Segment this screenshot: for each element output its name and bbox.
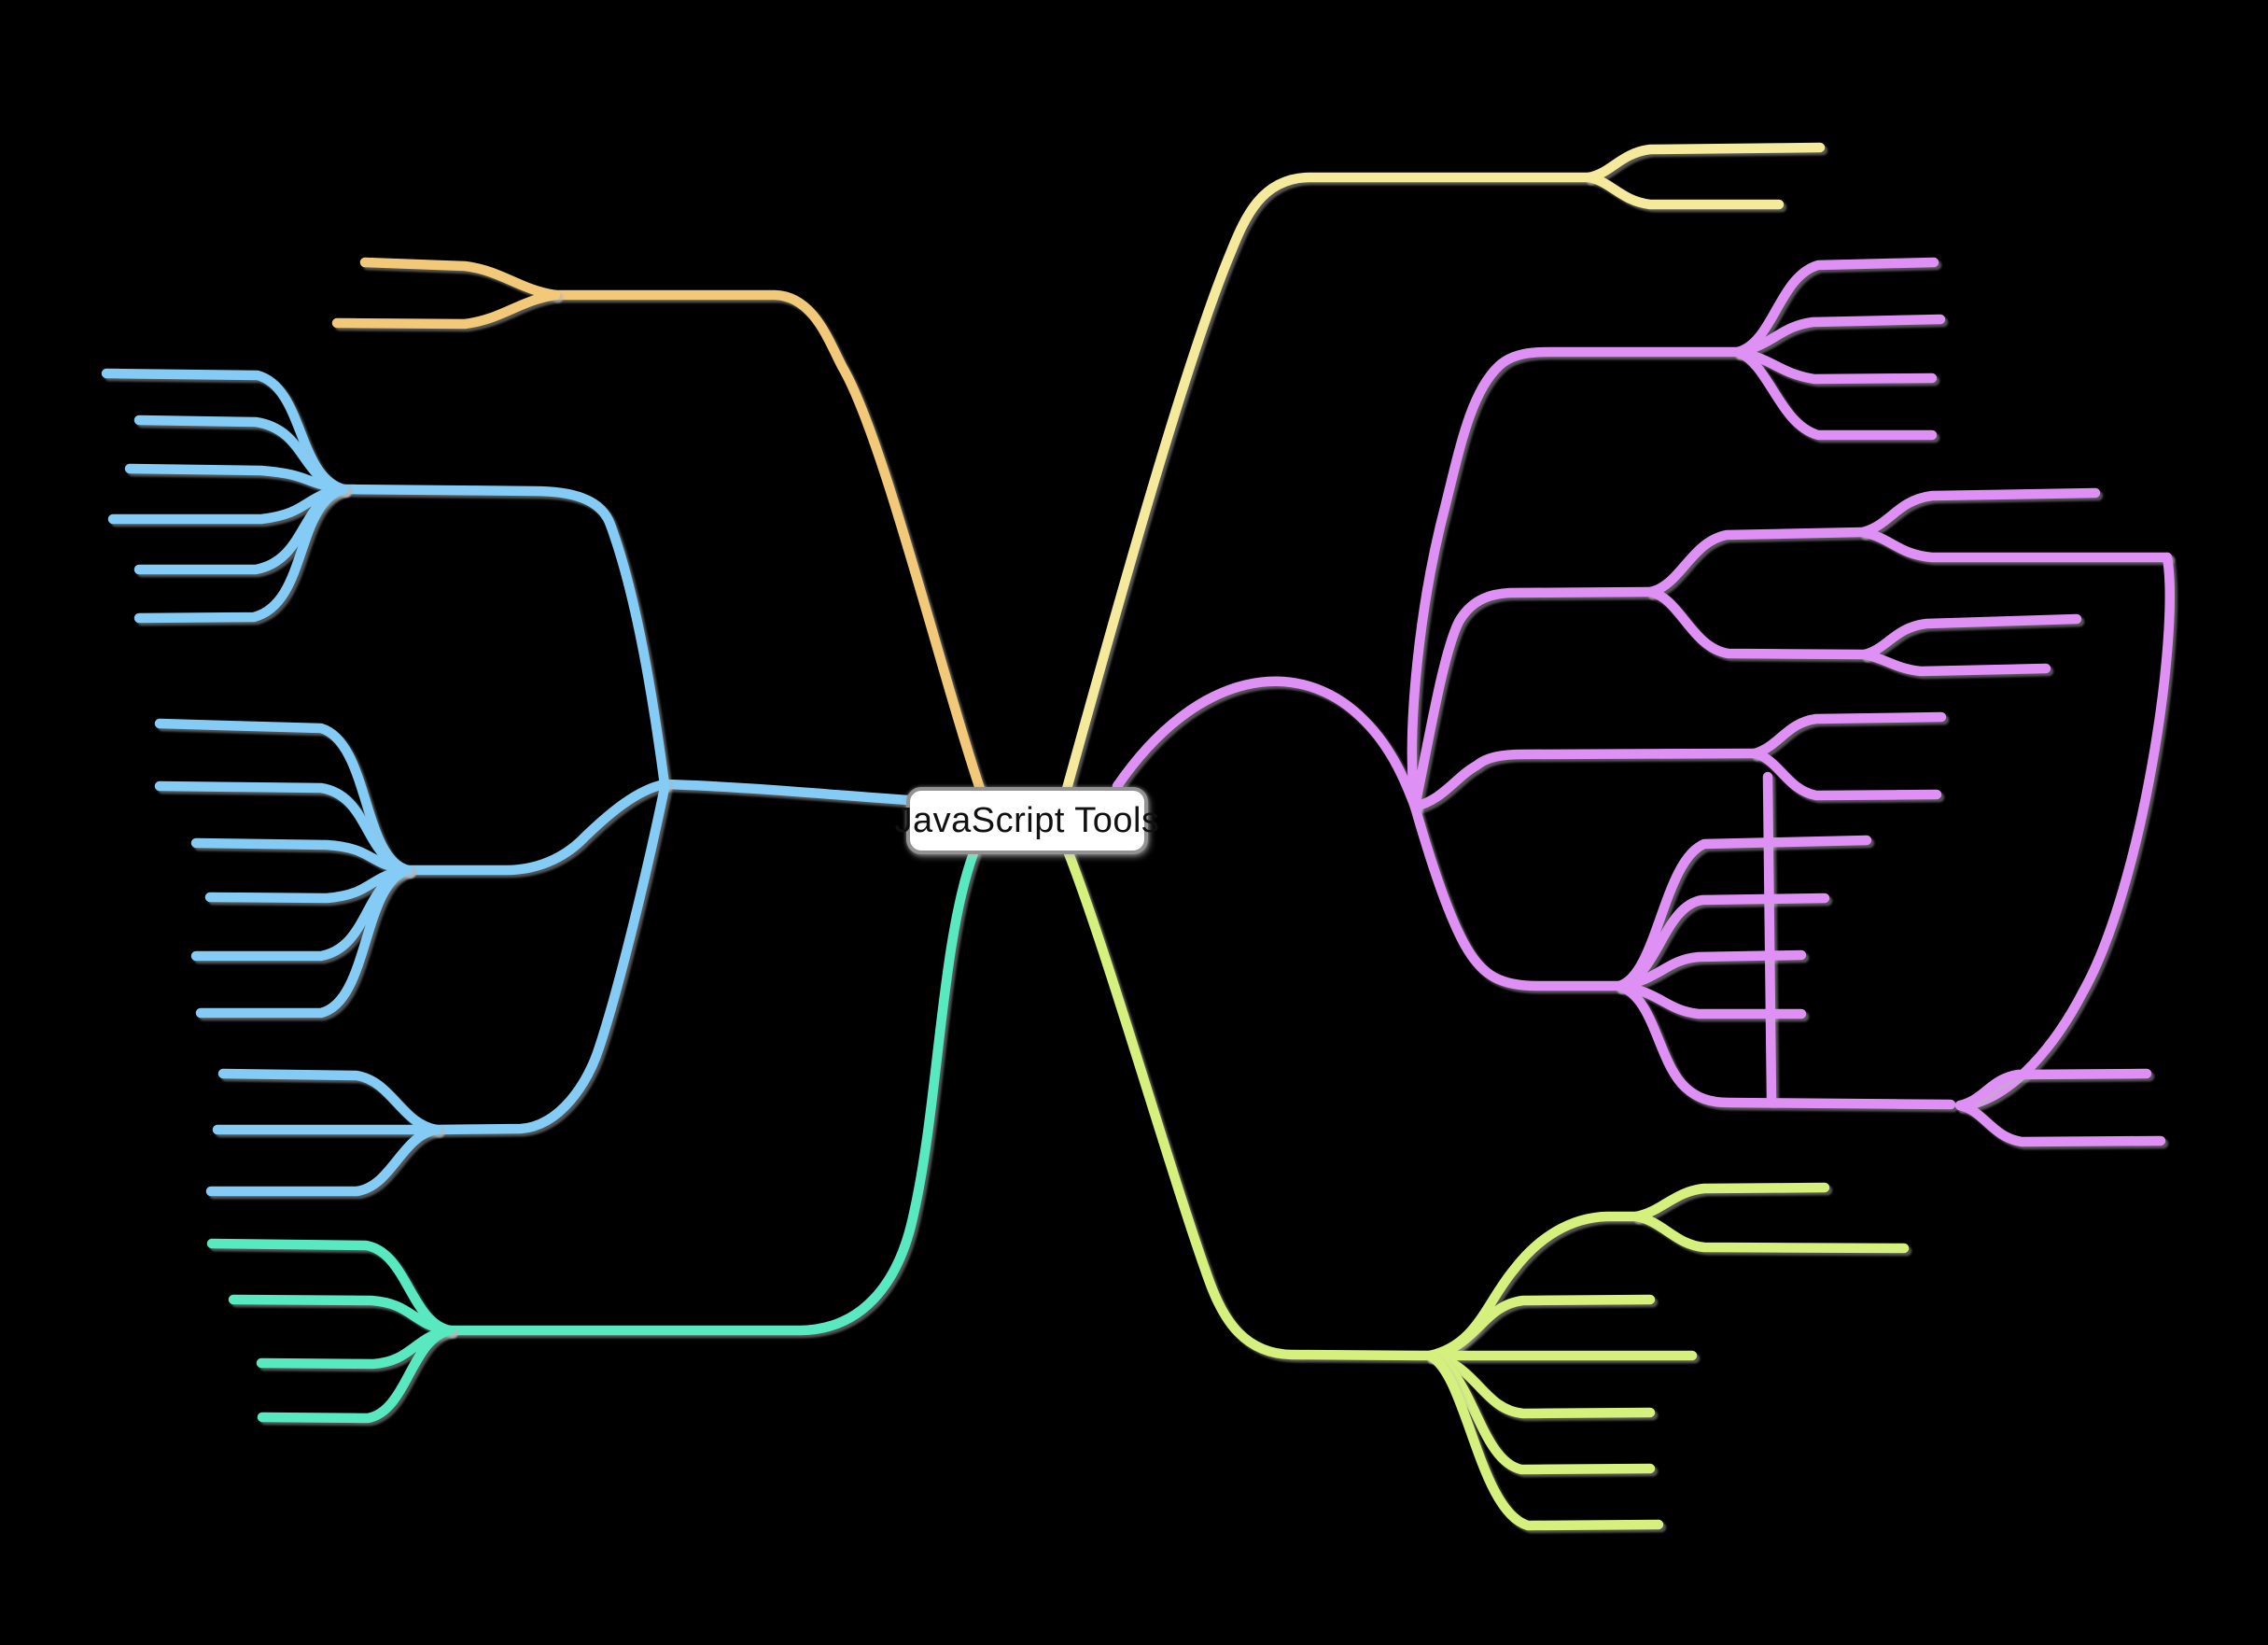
branch-purple-right-line-25	[1954, 1100, 2166, 1147]
branch-yellow-top-right-line-1	[1583, 142, 1826, 183]
branch-lime-bottom-right-line-8	[1424, 1350, 1664, 1531]
branch-purple-right-line-16	[1749, 748, 1942, 801]
central-topic-node[interactable]: JavaScript Tools	[895, 787, 1159, 854]
branch-purple-right-line-10	[1966, 552, 2175, 1110]
branch-purple-right-line-7	[1645, 527, 1869, 598]
branch-purple-right-line-15	[1749, 711, 1947, 759]
branch-orange-top-left-line-2	[331, 289, 561, 330]
branch-purple-right-line-18	[1409, 801, 1625, 991]
branch-orange-top-left	[331, 257, 986, 794]
branch-purple-right-line-1	[1407, 346, 1742, 812]
branch-purple-right-line-0	[1112, 676, 1421, 812]
branch-teal-bottom-left	[206, 848, 979, 1424]
branch-blue-left	[101, 368, 914, 1197]
branch-purple-right-line-9	[1857, 527, 2173, 563]
central-topic-label: JavaScript Tools	[894, 800, 1160, 840]
branch-purple-right-line-19	[1614, 835, 1872, 991]
branch-purple-right-line-23	[1614, 980, 1956, 1110]
branch-blue-left-line-18	[205, 1124, 442, 1197]
branch-blue-left-line-14	[195, 865, 413, 1019]
branch-yellow-top-right-line-0	[1061, 172, 1594, 794]
branch-lime-bottom-right-line-2	[1631, 1182, 1830, 1222]
branch-lime-bottom-right-line-4	[1424, 1294, 1656, 1361]
branch-yellow-top-right-line-2	[1583, 172, 1785, 210]
branch-lime-bottom-right-line-3	[1631, 1211, 1910, 1254]
branch-yellow-top-right	[1061, 142, 1826, 794]
branch-purple-right-line-5	[1732, 346, 1938, 441]
branch-teal-bottom-left-line-4	[257, 1325, 455, 1424]
branch-purple-right-line-11	[1645, 586, 1870, 660]
branch-purple-right-line-17	[1762, 771, 1777, 1105]
branch-blue-left-line-1	[338, 484, 670, 790]
branch-lime-bottom-right-line-1	[1424, 1211, 1642, 1361]
branch-blue-left-line-15	[431, 782, 670, 1135]
branch-purple-right-line-13	[1859, 649, 2051, 677]
branch-lime-bottom-right-line-0	[1063, 848, 1435, 1361]
branch-blue-left-line-8	[402, 779, 670, 876]
branch-teal-bottom-left-line-2	[228, 1294, 455, 1336]
branch-purple-right-line-8	[1857, 487, 2101, 538]
branch-blue-left-line-7	[133, 484, 349, 624]
branch-teal-bottom-left-line-0	[444, 848, 979, 1336]
branch-purple-right-line-3	[1732, 314, 1946, 358]
branch-purple-right-line-12	[1859, 613, 2082, 660]
branch-lime-bottom-right	[1063, 848, 1910, 1531]
branch-purple-right	[1112, 257, 2175, 1147]
branch-orange-top-left-line-1	[359, 257, 561, 301]
branch-purple-right-line-21	[1614, 949, 1807, 991]
branch-blue-left-line-0	[659, 779, 914, 806]
branch-orange-top-left-line-0	[550, 289, 986, 794]
branch-blue-left-line-16	[217, 1068, 442, 1135]
branch-purple-right-line-14	[1409, 748, 1760, 812]
branch-purple-right-line-6	[1409, 586, 1656, 812]
